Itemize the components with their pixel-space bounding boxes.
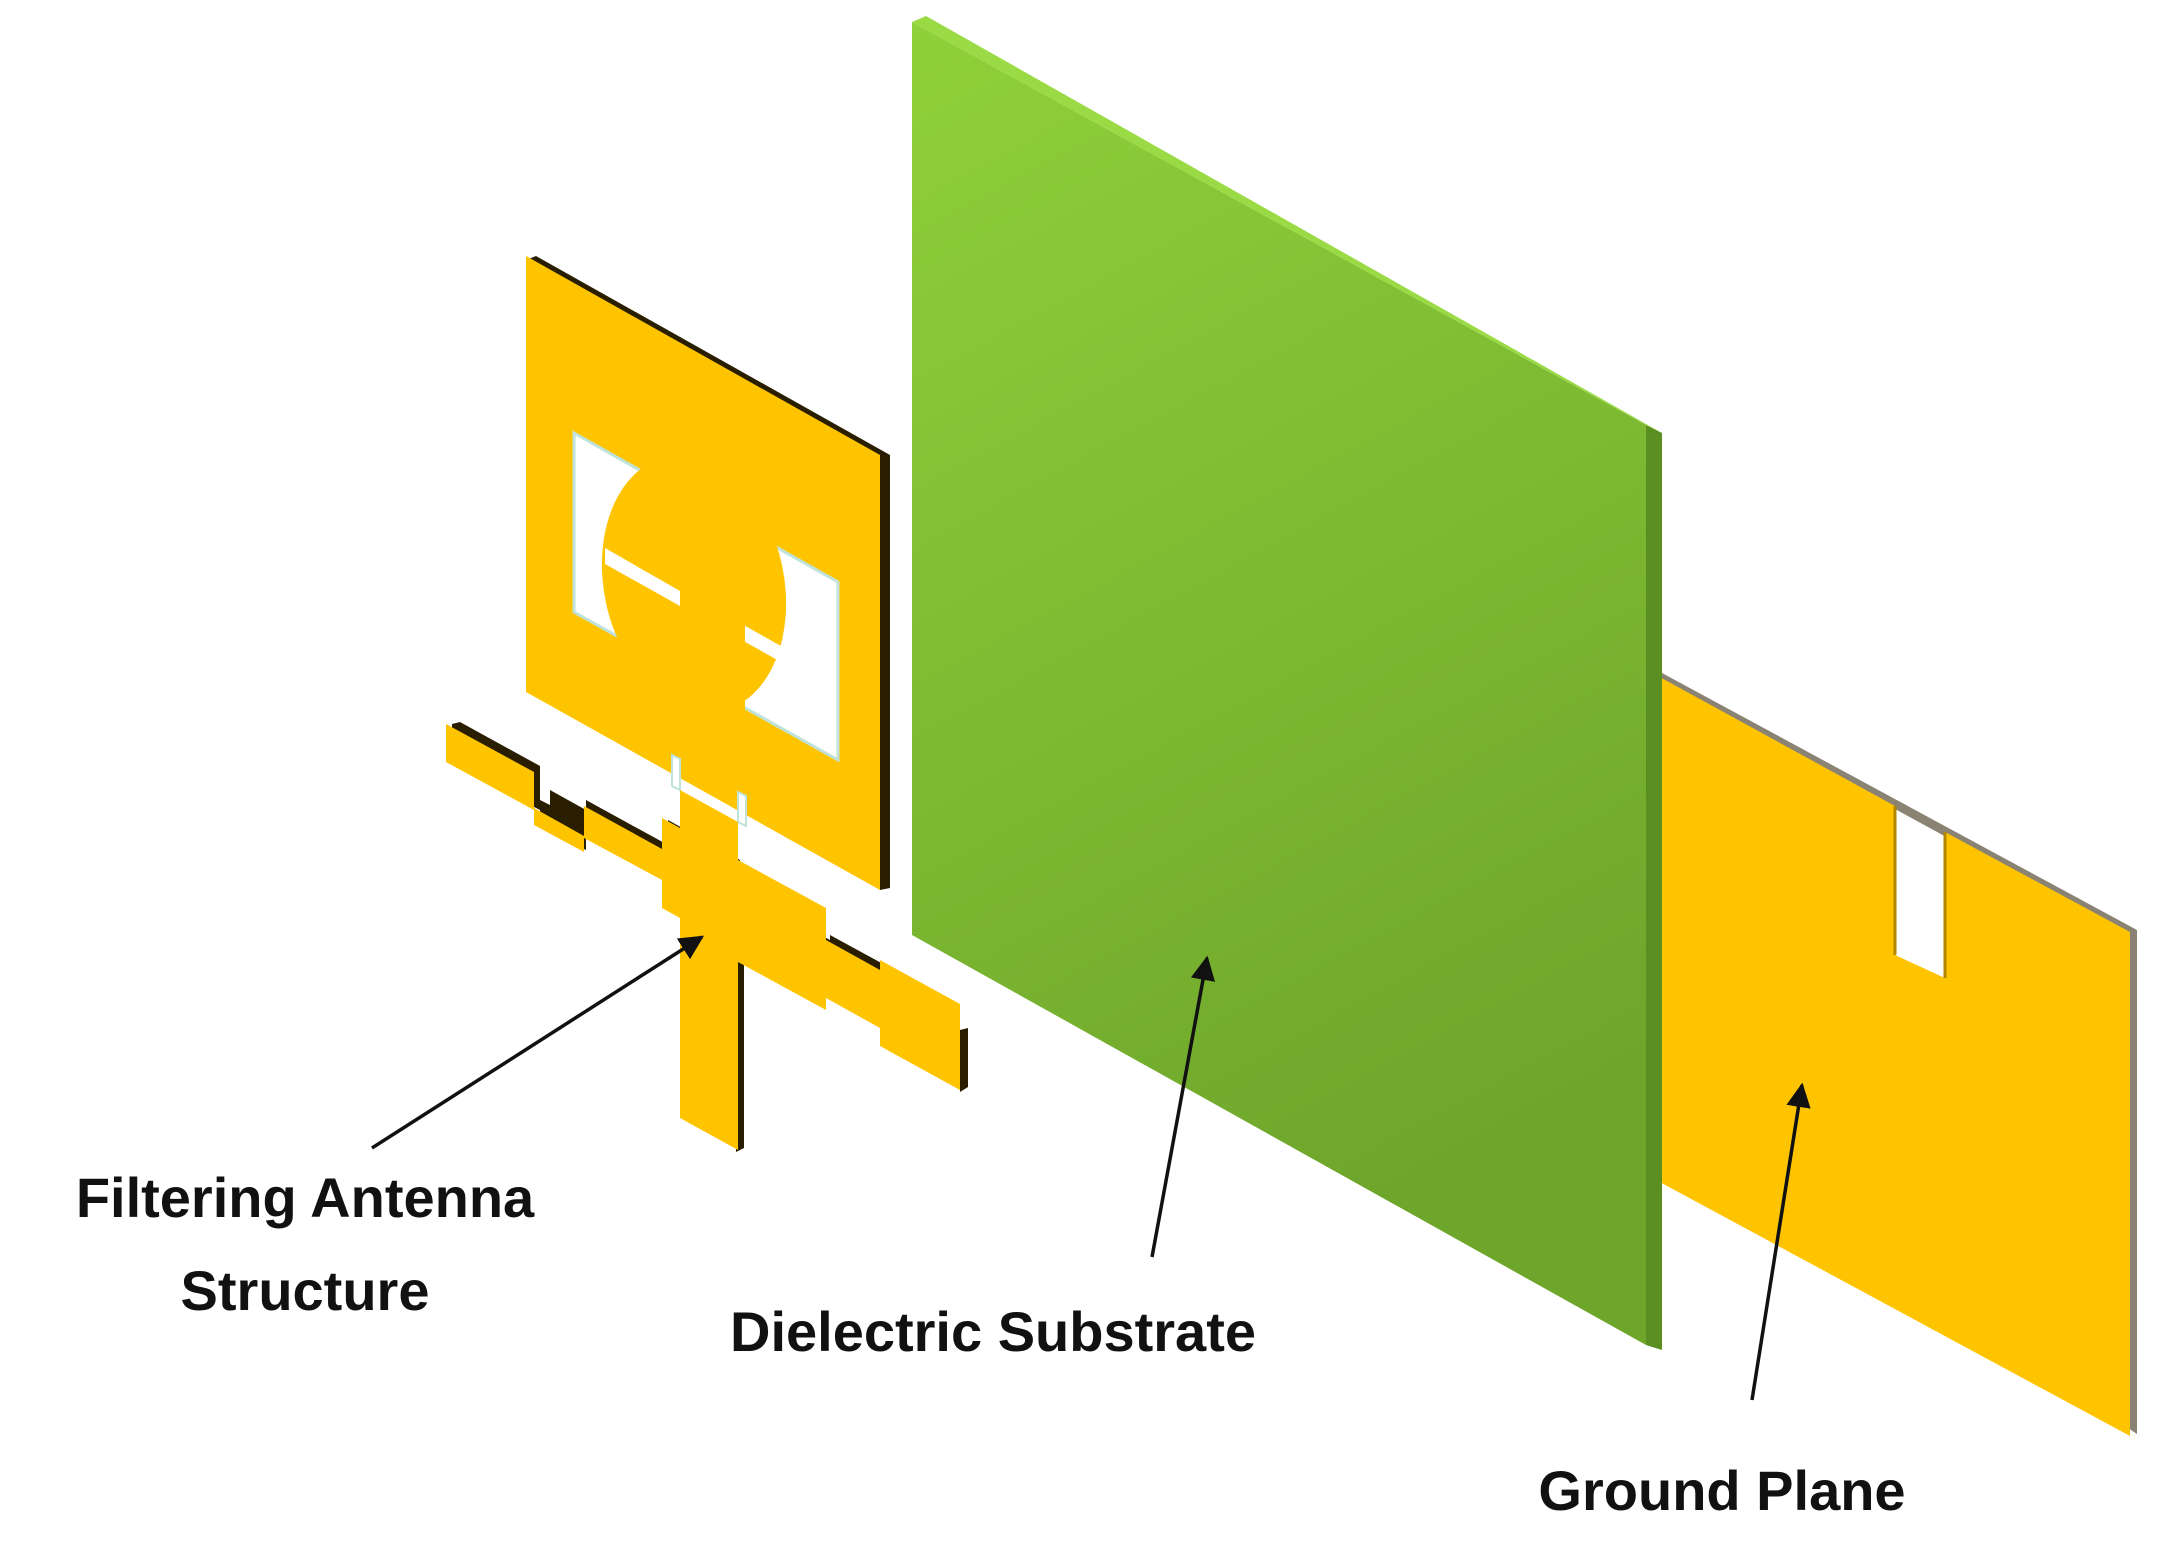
arrow-filtering-antenna	[371, 935, 705, 1150]
label-filtering-antenna-line2: Structure	[181, 1259, 430, 1322]
filtering-antenna-structure	[446, 256, 968, 1152]
ground-plane	[1656, 673, 2137, 1436]
substrate-face	[912, 22, 1646, 1345]
dielectric-substrate	[912, 16, 1662, 1350]
label-filtering-antenna-line1: Filtering Antenna	[76, 1166, 535, 1229]
arrow-dielectric-substrate	[1150, 955, 1216, 1258]
annotation-arrows	[371, 935, 1811, 1401]
label-dielectric-substrate: Dielectric Substrate	[730, 1300, 1256, 1363]
arrow-ground-plane	[1750, 1082, 1811, 1401]
label-ground-plane: Ground Plane	[1538, 1459, 1905, 1522]
ground-plane-sheet	[1656, 675, 2130, 1436]
